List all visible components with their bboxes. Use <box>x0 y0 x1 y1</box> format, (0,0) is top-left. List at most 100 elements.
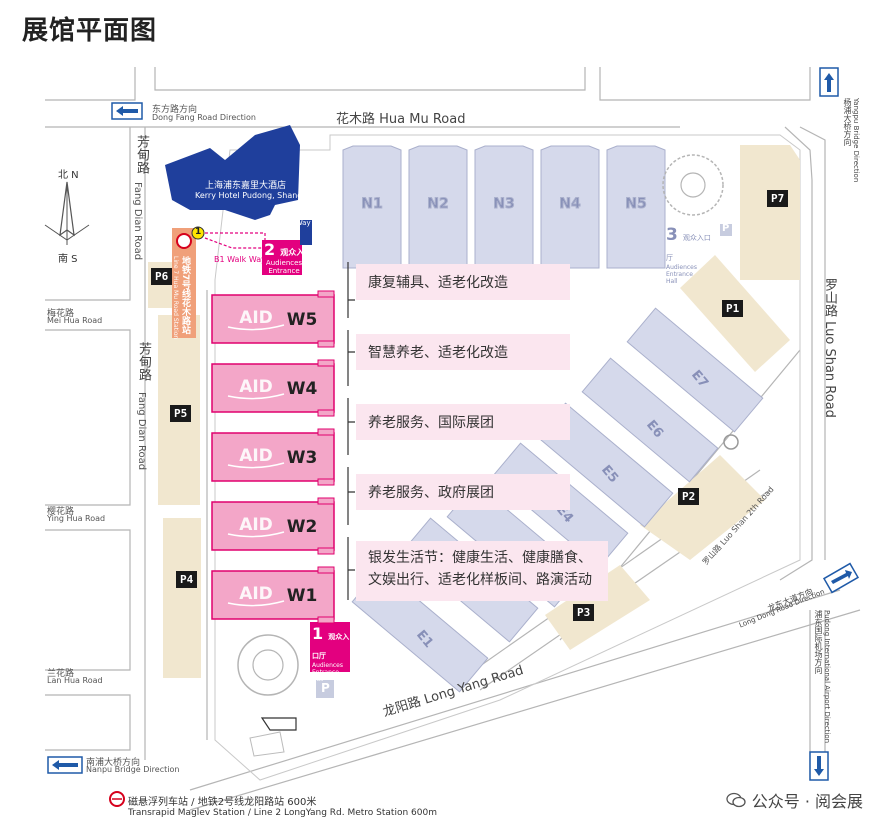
parking-label-p5: P5 <box>170 405 192 422</box>
road-yinghua-cn: 樱花路 <box>47 507 75 517</box>
north-hall-n4: N4 <box>540 145 600 269</box>
topic-band-w1: 银发生活节：健康生活、健康膳食、 文娱出行、适老化样板间、路演活动 <box>356 541 608 601</box>
west-hall-label: W2 <box>287 517 318 537</box>
road-meihua-en: Mei Hua Road <box>47 316 103 325</box>
entrance-1-block <box>310 622 350 672</box>
topic-w1-line1: 银发生活节：健康生活、健康膳食、 <box>368 550 592 566</box>
topic-w1-line2: 文娱出行、适老化样板间、路演活动 <box>368 572 592 588</box>
east-hall-e7: E7 <box>626 307 764 433</box>
road-lanhua-en: Lan Hua Road <box>47 676 103 685</box>
entrance-1-cn: 观众入口厅 <box>312 633 350 660</box>
west-hall-label: W5 <box>287 310 318 330</box>
dir-airport-cn: 浦东国际机场方向 <box>814 610 823 674</box>
west-hall-label: W4 <box>287 379 318 399</box>
metro-line7-cn: 地铁7号线花木路站 <box>180 256 190 335</box>
entrance-2-en: Audiences Entrance Hall <box>265 259 303 283</box>
watermark-text: 公众号 · 阅会展 <box>751 792 863 811</box>
parking-area-p7 <box>740 145 800 280</box>
west-hall-w5: AID W5 <box>211 290 335 348</box>
wechat-icon <box>726 792 746 808</box>
parking-area-p4 <box>163 518 201 678</box>
parking-area-p2 <box>640 455 765 560</box>
west-hall-w4: AID W4 <box>211 359 335 417</box>
footer-line1: 磁悬浮列车站 / 地铁2号线龙阳路站 600米 <box>128 797 317 808</box>
north-hall-label: N3 <box>493 196 514 212</box>
west-hall-w3: AID W3 <box>211 428 335 486</box>
parking-p-sign-bottom <box>316 680 334 698</box>
compass-south: 南 S <box>58 254 78 265</box>
north-hall-n1: N1 <box>342 145 402 269</box>
compass-north: 北 N <box>58 170 79 181</box>
west-hall-label: W1 <box>287 586 318 606</box>
west-hall-w1: AID W1 <box>211 566 335 624</box>
hall-logo: AID <box>239 515 273 535</box>
kerry-hotel-building <box>165 125 300 220</box>
road-nanpu-cn: 南浦大桥方向 <box>86 758 141 768</box>
road-meihua-cn: 梅花路 <box>47 309 75 319</box>
north-hall-n3: N3 <box>474 145 534 269</box>
metro-exit-number: 1 <box>195 227 202 237</box>
road-dongfang-cn: 东方路方向 <box>152 105 198 115</box>
hall-logo: AID <box>239 584 273 604</box>
road-fangdian-mid-en: Fang Dian Road <box>136 392 147 471</box>
parking-label-p4: P4 <box>176 571 198 588</box>
topic-band-w3: 养老服务、国际展团 <box>356 404 570 440</box>
entrance-3-cn: 观众入口厅 <box>666 234 711 262</box>
metro-icon <box>176 233 192 249</box>
hall-logo: AID <box>239 377 273 397</box>
entrance-3-number: 3 <box>666 225 678 245</box>
yangpu-arrow-sign <box>819 67 839 97</box>
nanpu-arrow-sign <box>47 756 83 774</box>
parking-label-p2: P2 <box>678 488 700 505</box>
hall-logo: AID <box>239 308 273 328</box>
entrance-2-cn: 观众入口厅 <box>280 248 321 257</box>
west-hall-label: W3 <box>287 448 318 468</box>
road-huamu: 花木路 Hua Mu Road <box>336 112 466 127</box>
dongfang-arrow-sign <box>111 102 143 120</box>
metro-exit-marker <box>191 226 205 240</box>
page-title: 展馆平面图 <box>22 16 158 46</box>
road-fangdian-mid-cn: 芳甸路 <box>136 342 151 381</box>
north-hall-n5: N5 <box>606 145 666 269</box>
parking-label-p6: P6 <box>151 268 173 285</box>
east-hall-e6: E6 <box>581 357 719 483</box>
parking-label-p-bottom: P <box>321 681 330 695</box>
walkway-2f: 2F Walk Way <box>266 219 311 227</box>
hall-logo: AID <box>239 446 273 466</box>
road-fangdian-top-en: Fang Dian Road <box>132 182 143 261</box>
walkway-b1: B1 Walk Way <box>214 255 266 264</box>
road-yinghua-en: Ying Hua Road <box>47 514 106 523</box>
road-nanpu-en: Nanpu Bridge Direction <box>86 765 180 774</box>
entrance-3-en: Audiences Entrance Hall <box>666 264 697 285</box>
parking-label-p3: P3 <box>573 604 595 621</box>
watermark: 公众号 · 阅会展 <box>726 788 863 812</box>
road-dongfang-en: Dong Fang Road Direction <box>152 113 256 122</box>
parking-p-sign-top <box>720 224 732 236</box>
hotel-name-en: Kerry Hotel Pudong, Shanghai <box>195 191 315 200</box>
topic-band-w5: 康复辅具、适老化改造 <box>356 264 570 300</box>
parking-label-p7: P7 <box>767 190 789 207</box>
entrance-1-en: Audiences Entrance Hall <box>312 662 343 683</box>
dir-airport-en: Pudong International Airport Direction <box>823 610 831 744</box>
parking-label-p-top: P <box>722 223 730 234</box>
longdong-arrow-sign <box>822 562 860 594</box>
north-hall-label: N5 <box>625 196 646 212</box>
road-fangdian-top-cn: 芳甸路 <box>134 135 149 174</box>
entrance-2-label: 2 观众入口厅 Audiences Entrance Hall <box>264 240 320 283</box>
parking-label-p1: P1 <box>722 300 744 317</box>
topic-band-w4: 智慧养老、适老化改造 <box>356 334 570 370</box>
entrance-2-number: 2 <box>264 240 276 259</box>
west-hall-w2: AID W2 <box>211 497 335 555</box>
parking-area-p3 <box>545 565 650 650</box>
topic-band-w2: 养老服务、政府展团 <box>356 474 570 510</box>
airport-arrow-sign <box>809 751 829 781</box>
entrance-1-number: 1 <box>312 624 324 643</box>
dir-yangpu-en: Yangpu Bridge Direction <box>852 98 860 183</box>
north-hall-label: N2 <box>427 196 448 212</box>
north-hall-label: N4 <box>559 196 581 212</box>
hotel-name-cn: 上海浦东嘉里大酒店 <box>205 181 287 191</box>
dir-yangpu-cn: 杨浦大桥方向 <box>843 98 852 146</box>
road-lanhua-cn: 兰花路 <box>47 669 75 679</box>
